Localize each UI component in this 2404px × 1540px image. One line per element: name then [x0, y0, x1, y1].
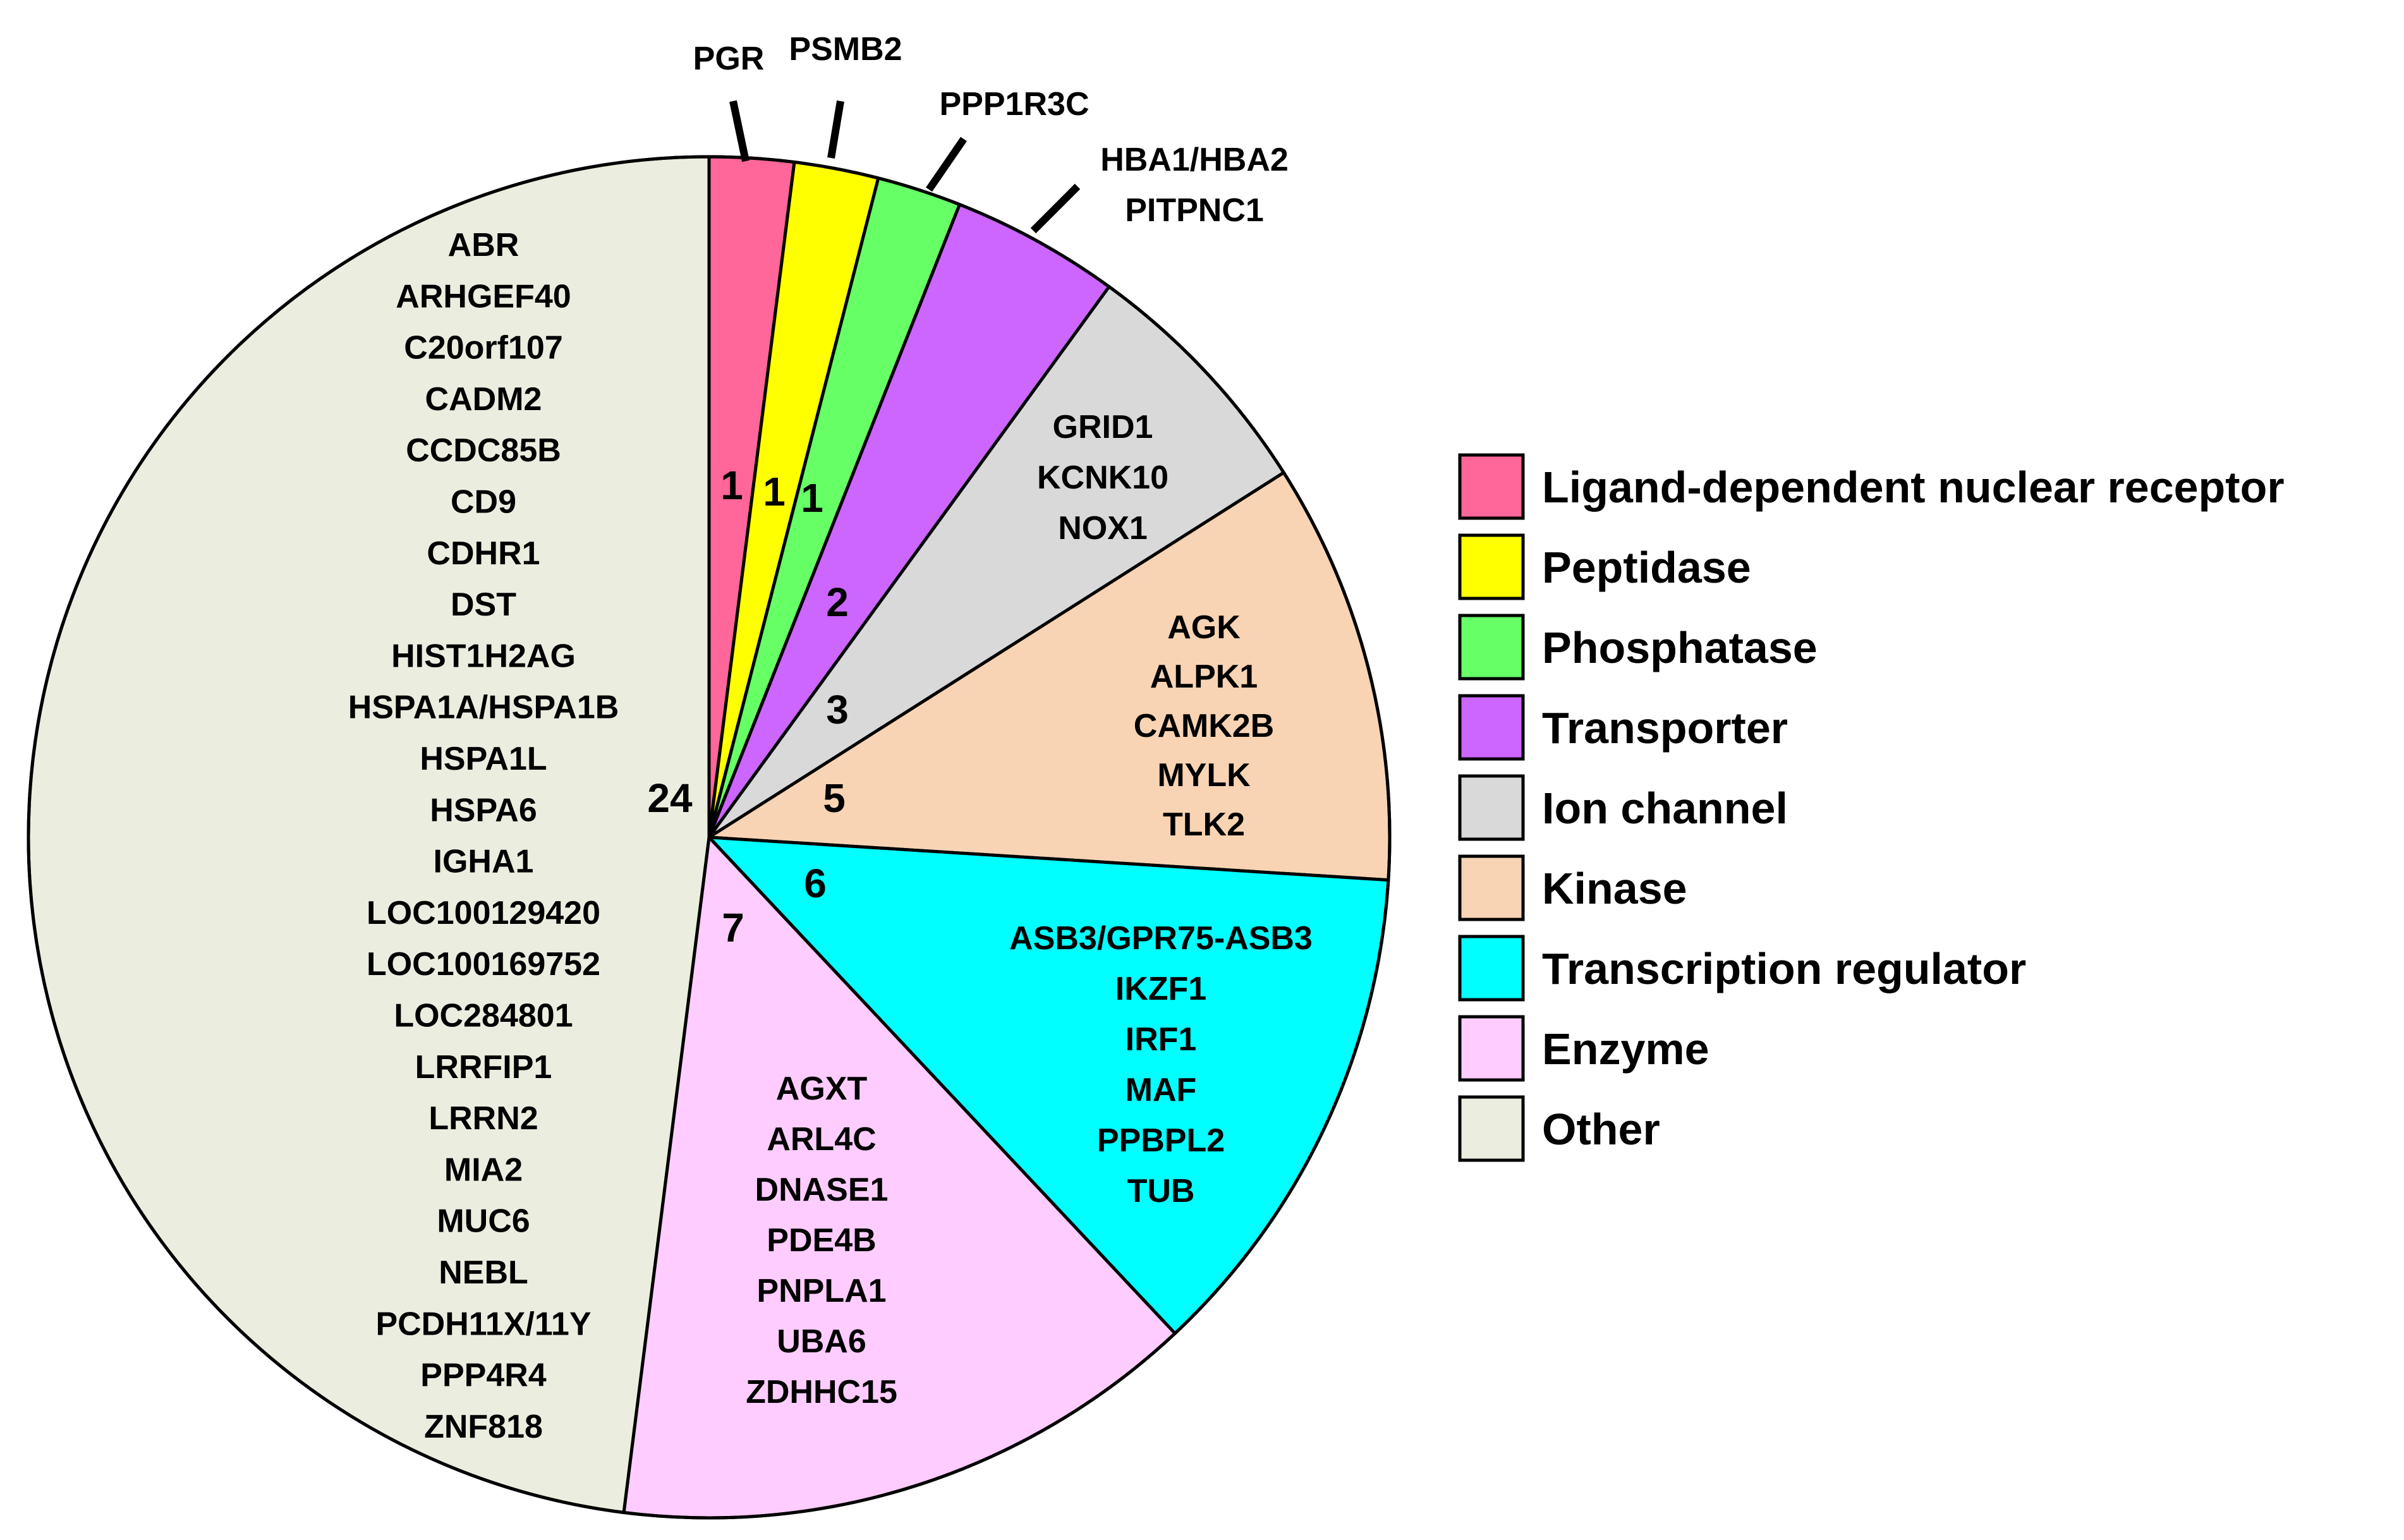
gene-label: ARL4C [767, 1121, 876, 1158]
gene-label: DNASE1 [755, 1172, 889, 1208]
gene-label: PPBPL2 [1097, 1122, 1225, 1159]
gene-label: CDHR1 [427, 535, 540, 572]
gene-label: DST [451, 586, 516, 623]
gene-label: TLK2 [1163, 806, 1245, 843]
gene-label: NOX1 [1058, 510, 1148, 547]
legend-label-peptidase: Peptidase [1542, 543, 1751, 592]
gene-label: IRF1 [1126, 1021, 1197, 1058]
legend: Ligand-dependent nuclear receptorPeptida… [1458, 453, 2285, 1162]
legend-label-phosphatase: Phosphatase [1542, 623, 1818, 672]
gene-label: CCDC85B [406, 432, 561, 469]
gene-label: LRRFIP1 [415, 1049, 552, 1086]
legend-swatch-transcription-regulator [1458, 935, 1525, 1002]
gene-label: AGK [1167, 609, 1241, 646]
leader-line-ligand-dependent-nuclear-receptor [729, 100, 750, 162]
gene-label: CAMK2B [1134, 708, 1274, 744]
slice-count-transporter: 2 [826, 579, 849, 625]
gene-label: LOC284801 [394, 998, 573, 1034]
gene-label: HSPA1A/HSPA1B [348, 689, 619, 726]
gene-label: PITPNC1 [1125, 192, 1264, 229]
leader-lines [729, 100, 1081, 234]
gene-label: PSMB2 [789, 31, 902, 68]
legend-swatch-ion-channel [1458, 774, 1525, 841]
gene-label: IKZF1 [1115, 971, 1206, 1007]
legend-swatch-phosphatase [1458, 614, 1525, 681]
legend-label-transcription-regulator: Transcription regulator [1542, 944, 2026, 993]
gene-label: ARHGEF40 [396, 278, 571, 315]
pie-slices [27, 155, 1392, 1520]
legend-swatch-kinase [1458, 854, 1525, 921]
gene-label: NEBL [439, 1254, 528, 1291]
gene-label: PDE4B [767, 1222, 876, 1259]
gene-label: PPP1R3C [940, 86, 1090, 123]
gene-label: GRID1 [1053, 409, 1153, 446]
gene-label: ASB3/GPR75-ASB3 [1009, 920, 1313, 957]
legend-label-ligand-dependent-nuclear-receptor: Ligand-dependent nuclear receptor [1542, 463, 2285, 512]
gene-label: LOC100129420 [367, 895, 600, 931]
gene-label: PGR [693, 40, 765, 77]
gene-label: CADM2 [425, 381, 542, 418]
slice-count-other: 24 [647, 775, 693, 821]
legend-label-transporter: Transporter [1542, 703, 1788, 753]
gene-label: KCNK10 [1037, 459, 1169, 496]
gene-label: C20orf107 [404, 330, 562, 367]
gene-label: ABR [448, 227, 519, 264]
legend-swatch-peptidase [1458, 533, 1525, 600]
gene-label: IGHA1 [434, 844, 534, 880]
leader-line-peptidase [827, 100, 844, 159]
gene-label: ALPK1 [1150, 658, 1258, 695]
gene-label: CD9 [451, 484, 516, 521]
slice-count-ligand-dependent-nuclear-receptor: 1 [720, 463, 743, 508]
gene-label: UBA6 [777, 1323, 866, 1360]
gene-label: PCDH11X/11Y [375, 1306, 591, 1342]
slice-other [27, 155, 711, 1515]
slice-count-kinase: 5 [823, 775, 846, 821]
gene-label: LRRN2 [428, 1100, 538, 1137]
gene-label: PPP4R4 [420, 1357, 547, 1394]
gene-label: AGXT [776, 1070, 868, 1107]
gene-label: MUC6 [437, 1203, 530, 1240]
leader-line-transporter [1030, 183, 1081, 234]
legend-swatch-enzyme [1458, 1015, 1525, 1082]
gene-label: HBA1/HBA2 [1100, 142, 1289, 178]
gene-label: ZDHHC15 [746, 1374, 897, 1410]
slice-count-phosphatase: 1 [801, 475, 823, 521]
gene-label: HSPA1L [420, 741, 547, 777]
legend-swatch-transporter [1458, 694, 1525, 761]
gene-label: MIA2 [444, 1151, 523, 1188]
gene-label: MYLK [1157, 757, 1251, 794]
legend-label-ion-channel: Ion channel [1542, 784, 1788, 833]
slice-count-transcription-regulator: 6 [804, 861, 827, 906]
legend-label-kinase: Kinase [1542, 864, 1687, 913]
gene-label: PNPLA1 [756, 1273, 886, 1309]
gene-label: HIST1H2AG [391, 638, 576, 674]
legend-label-enzyme: Enzyme [1542, 1024, 1709, 1074]
slice-count-ion-channel: 3 [826, 687, 849, 732]
gene-label: ZNF818 [424, 1409, 543, 1445]
pie-outline [27, 155, 1392, 1520]
gene-label: LOC100169752 [367, 946, 600, 983]
legend-label-other: Other [1542, 1105, 1660, 1154]
gene-label: TUB [1127, 1173, 1195, 1210]
slice-count-peptidase: 1 [763, 469, 786, 514]
gene-label: MAF [1126, 1072, 1197, 1108]
slice-count-enzyme: 7 [722, 905, 744, 950]
legend-swatch-ligand-dependent-nuclear-receptor [1458, 453, 1525, 520]
leader-line-phosphatase [926, 136, 967, 192]
gene-label: HSPA6 [430, 792, 537, 828]
legend-swatch-other [1458, 1095, 1525, 1162]
